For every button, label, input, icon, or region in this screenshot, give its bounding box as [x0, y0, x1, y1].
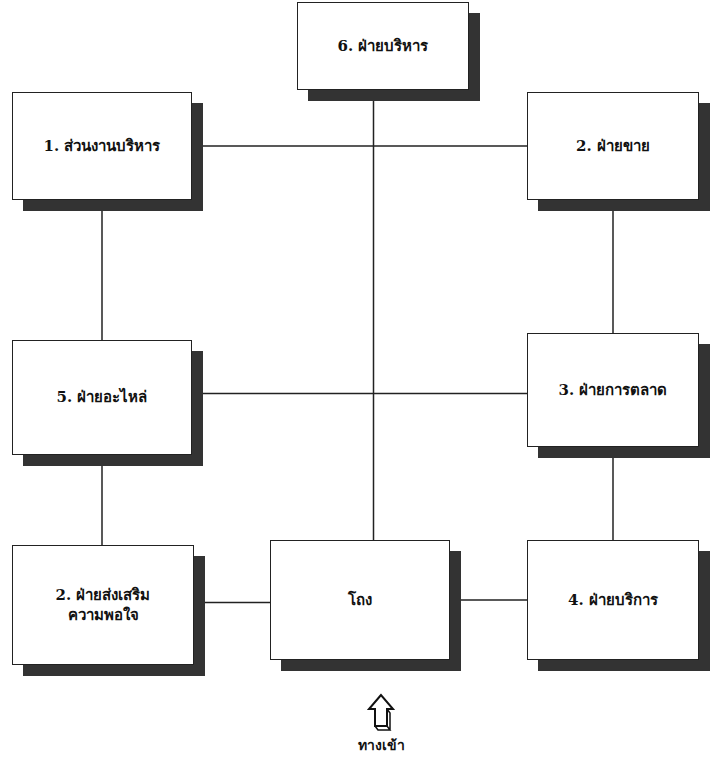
department-box: 2. ฝ่ายส่งเสริม ความพอใจ — [12, 545, 194, 665]
department-box: 4. ฝ่ายบริการ — [527, 540, 699, 660]
department-box: โถง — [270, 540, 450, 660]
entrance-arrow-shade — [375, 709, 390, 730]
connector-line — [192, 145, 527, 147]
department-name: 2. ฝ่ายส่งเสริม ความพอใจ — [41, 585, 166, 626]
connector-line — [373, 90, 375, 540]
department-box: 3. ฝ่ายการตลาด — [527, 333, 699, 447]
department-name: 6. ฝ่ายบริหาร — [338, 36, 429, 56]
entrance-label: ทางเข้า — [356, 734, 407, 756]
department-name: 5. ฝ่ายอะไหล่ — [57, 387, 148, 407]
department-name: โถง — [348, 590, 372, 610]
connector-line — [612, 200, 614, 333]
department-name: 3. ฝ่ายการตลาด — [559, 380, 668, 400]
department-name: 4. ฝ่ายบริการ — [568, 590, 658, 610]
connector-line — [450, 599, 527, 601]
department-box: 1. ส่วนงานบริหาร — [12, 92, 192, 200]
connector-line — [612, 447, 614, 540]
department-box: 6. ฝ่ายบริหาร — [297, 2, 469, 90]
connector-line — [101, 200, 103, 340]
connector-line — [101, 455, 103, 545]
department-name: 1. ส่วนงานบริหาร — [44, 136, 161, 156]
connector-line — [194, 602, 270, 604]
connector-line — [192, 393, 527, 395]
department-name: 2. ฝ่ายขาย — [576, 136, 650, 156]
department-box: 2. ฝ่ายขาย — [527, 92, 699, 200]
department-box: 5. ฝ่ายอะไหล่ — [12, 340, 192, 455]
